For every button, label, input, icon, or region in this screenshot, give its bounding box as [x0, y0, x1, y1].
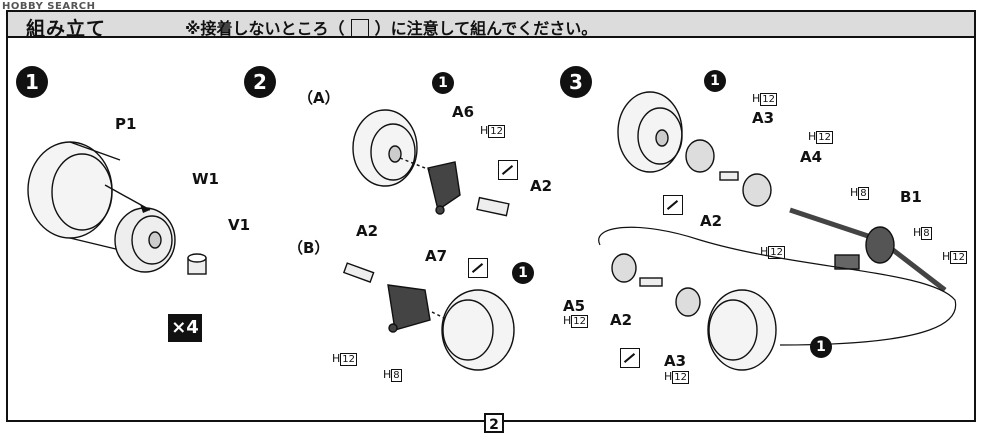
variant-b-label: （B）: [288, 239, 330, 257]
hole-size-box: 8: [921, 227, 932, 240]
note-text-after: ）に注意して組んでください。: [374, 19, 598, 38]
step3-ref-circle-bottom: 1: [810, 336, 832, 358]
step3-ref-circle-top: 1: [704, 70, 726, 92]
part-label-a2-step2a: A2: [530, 177, 553, 195]
watermark: HOBBY SEARCH: [2, 1, 96, 12]
step2b-ref-circle: 1: [512, 262, 534, 284]
step1-cap-drawing: [187, 253, 207, 275]
hole-size-box: 8: [858, 187, 869, 200]
hole-prefix: H: [664, 370, 673, 383]
step2b-tire-drawing: [441, 289, 515, 371]
hole-size-box: 12: [340, 353, 358, 366]
hole-size-box: 12: [950, 251, 968, 264]
hole-size-box: 12: [816, 131, 834, 144]
step1-tire-drawing: [27, 141, 121, 251]
part-label-a2-step3-bottom: A2: [610, 311, 633, 329]
step2a-hub-drawing: [427, 161, 510, 217]
step1-wheel-drawing: [114, 207, 176, 273]
hole-size-box: 12: [672, 371, 690, 384]
step3-tire-top-drawing: [617, 91, 683, 173]
page-number: 2: [484, 413, 504, 433]
part-label-a4: A4: [800, 148, 823, 166]
no-glue-icon: [468, 258, 488, 278]
part-label-w1: W1: [192, 170, 219, 188]
hole-prefix: H: [383, 368, 392, 381]
part-label-a7: A7: [425, 247, 448, 265]
step-number-2: 2: [244, 66, 276, 98]
step2a-tire-drawing: [352, 109, 418, 187]
step-number-1: 1: [16, 66, 48, 98]
part-label-v1: V1: [228, 216, 251, 234]
header-bar: [6, 10, 976, 38]
hole-prefix: H: [480, 124, 489, 137]
step3-axle-drawing: [789, 207, 947, 292]
step3-tire-bottom-drawing: [707, 289, 777, 371]
no-glue-icon: [498, 160, 518, 180]
no-glue-icon: [663, 195, 683, 215]
part-label-b1: B1: [900, 188, 922, 206]
hole-prefix: H: [752, 92, 761, 105]
hole-prefix: H: [332, 352, 341, 365]
part-label-a3-bottom: A3: [664, 352, 687, 370]
part-label-p1: P1: [115, 115, 137, 133]
no-glue-icon: [350, 19, 369, 37]
section-title: 組み立て: [26, 18, 107, 40]
step-number-3: 3: [560, 66, 592, 98]
step2b-hub-drawing: [342, 262, 431, 333]
hole-prefix: H: [913, 226, 922, 239]
hole-prefix: H: [942, 250, 951, 263]
note-text-before: ※接着しないところ（: [185, 19, 345, 38]
step2a-ref-circle: 1: [432, 72, 454, 94]
part-label-a3-top: A3: [752, 109, 775, 127]
part-label-a2-step3-top: A2: [700, 212, 723, 230]
part-label-a5: A5: [563, 297, 586, 315]
hole-size-box: 12: [768, 246, 786, 259]
hole-prefix: H: [850, 186, 859, 199]
hole-size-box: 12: [571, 315, 589, 328]
hole-prefix: H: [760, 245, 769, 258]
quantity-multiplier: ×4: [168, 314, 202, 342]
hole-size-box: 12: [760, 93, 778, 106]
hole-size-box: 12: [488, 125, 506, 138]
hole-size-box: 8: [391, 369, 402, 382]
variant-a-label: （A）: [298, 89, 340, 107]
part-label-a2-step2b: A2: [356, 222, 379, 240]
part-label-a6: A6: [452, 103, 475, 121]
hole-prefix: H: [808, 130, 817, 143]
no-glue-icon: [620, 348, 640, 368]
glue-note: ※接着しないところ（ ）に注意して組んでください。: [185, 15, 597, 39]
hole-prefix: H: [563, 314, 572, 327]
